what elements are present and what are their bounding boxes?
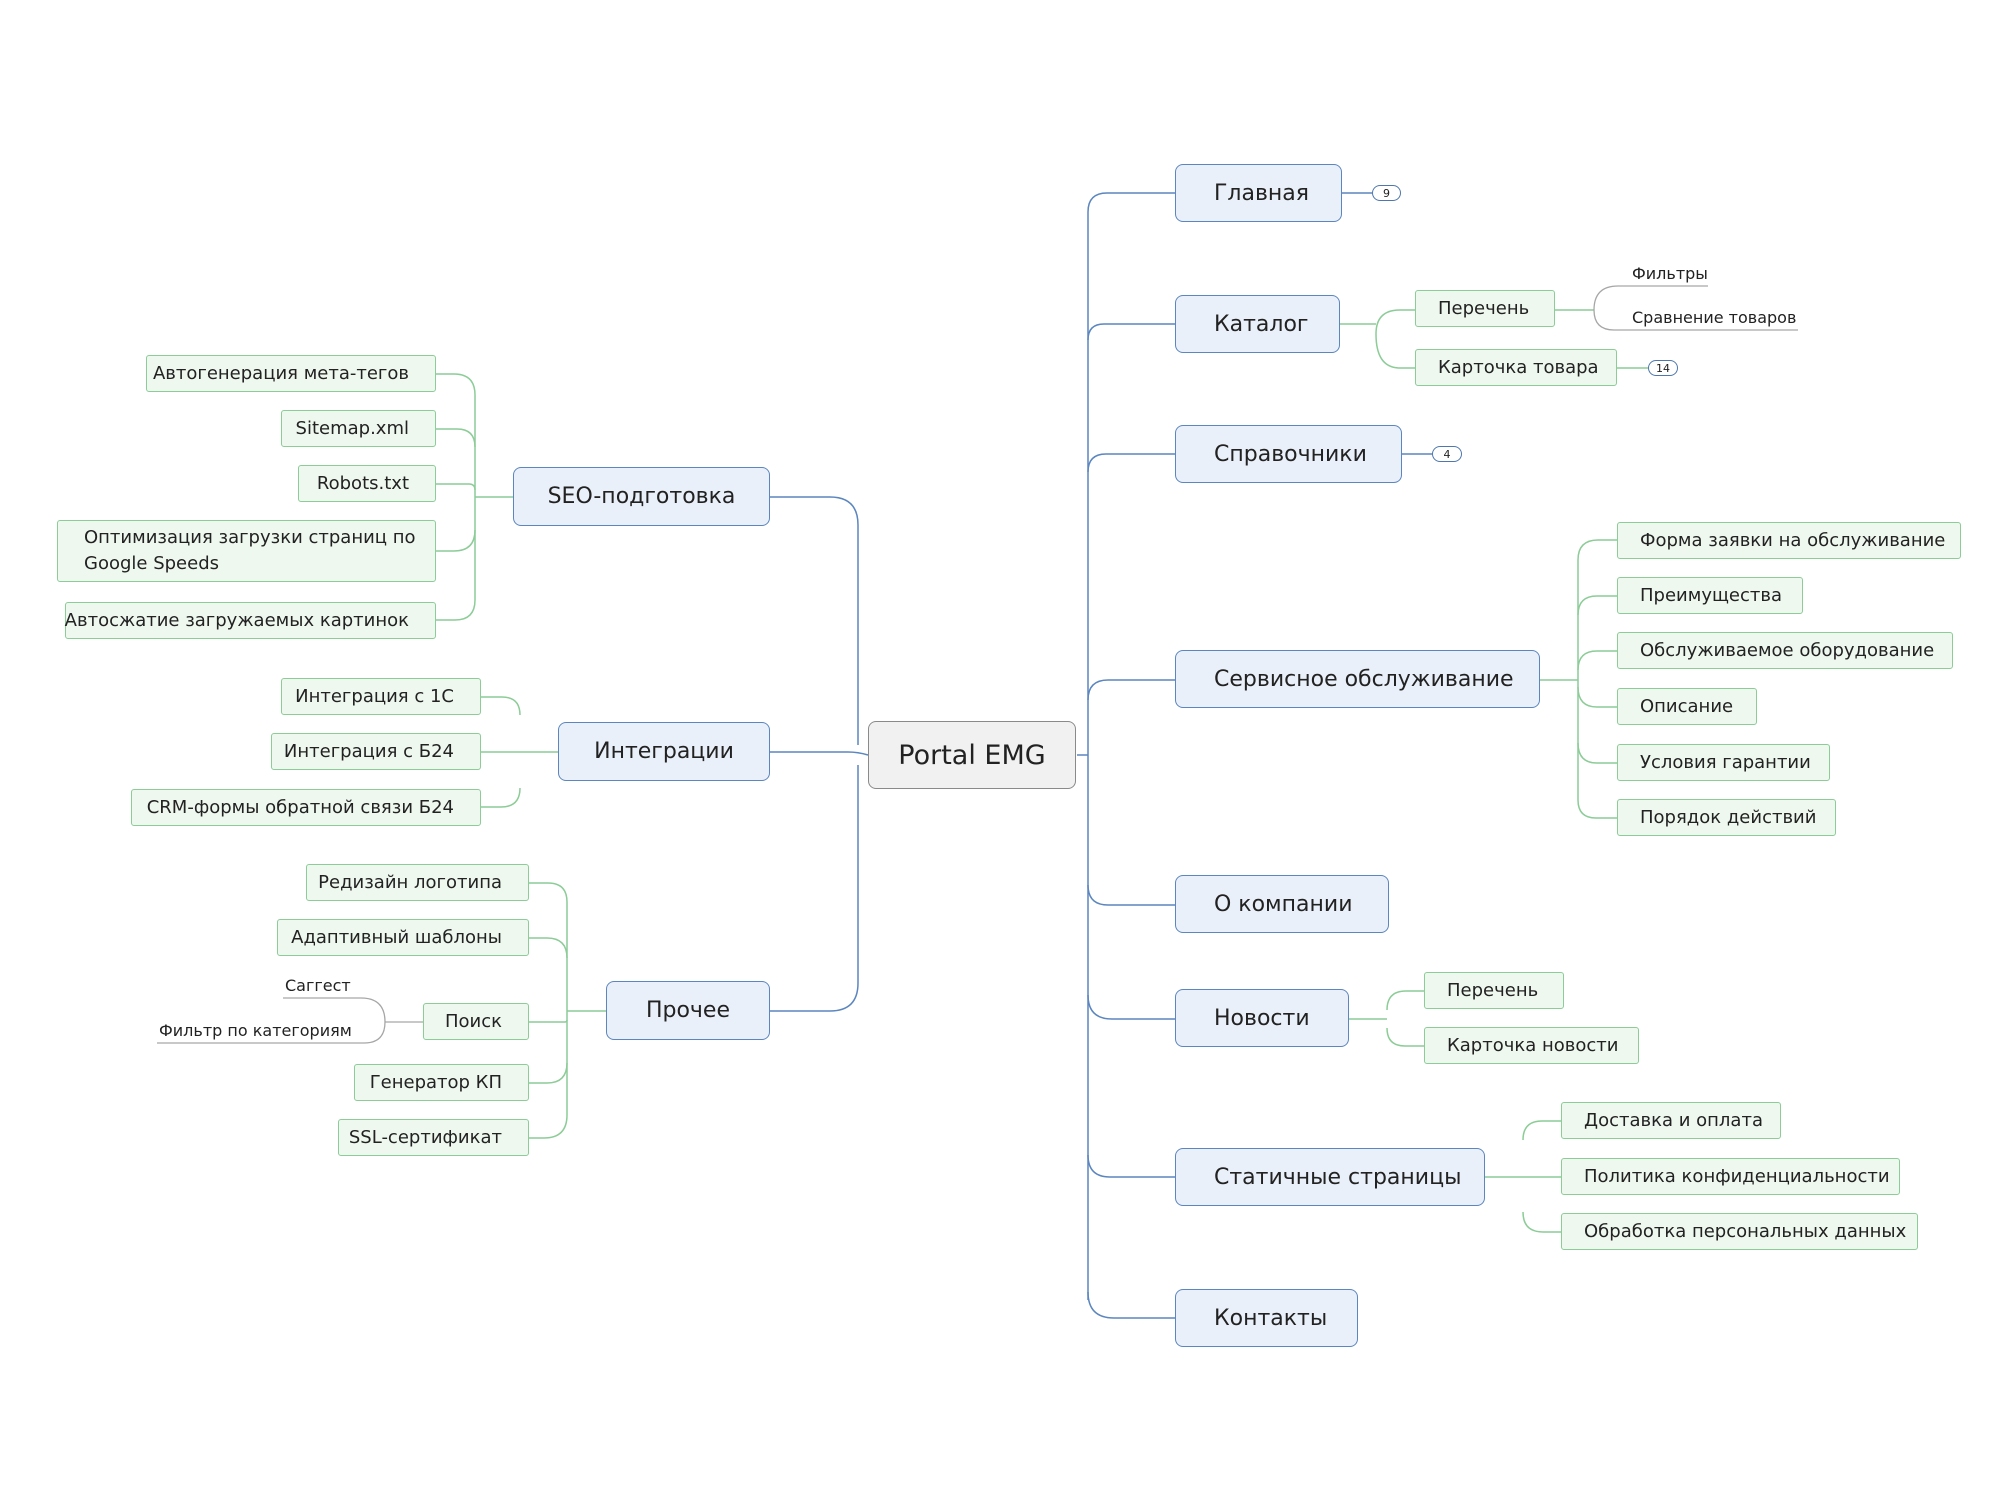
leaf-filters[interactable]: Фильтры — [1632, 264, 1708, 283]
subtopic-page-speed[interactable]: Оптимизация загрузки страниц по Google S… — [57, 520, 436, 582]
subtopic-description[interactable]: Описание — [1617, 688, 1757, 725]
leaf-compare-products[interactable]: Сравнение товаров — [1632, 308, 1797, 327]
subtopic-image-compression[interactable]: Автосжатие загружаемых картинок — [65, 602, 436, 639]
subtopic-privacy-policy[interactable]: Политика конфиденциальности — [1561, 1158, 1900, 1195]
topic-about[interactable]: О компании — [1175, 875, 1389, 933]
topic-service[interactable]: Сервисное обслуживание — [1175, 650, 1540, 708]
badge-glavnaya-count[interactable]: 9 — [1372, 185, 1401, 201]
subtopic-warranty-terms[interactable]: Условия гарантии — [1617, 744, 1830, 781]
subtopic-logo-redesign[interactable]: Редизайн логотипа — [306, 864, 529, 901]
topic-static-pages[interactable]: Статичные страницы — [1175, 1148, 1485, 1206]
root-node[interactable]: Portal EMG — [868, 721, 1076, 789]
subtopic-adaptive-templates[interactable]: Адаптивный шаблоны — [277, 919, 529, 956]
subtopic-sitemap[interactable]: Sitemap.xml — [281, 410, 436, 447]
leaf-suggest[interactable]: Саггест — [285, 976, 351, 995]
subtopic-procedure[interactable]: Порядок действий — [1617, 799, 1836, 836]
topic-spravochniki[interactable]: Справочники — [1175, 425, 1402, 483]
subtopic-personal-data[interactable]: Обработка персональных данных — [1561, 1213, 1918, 1250]
topic-other[interactable]: Прочее — [606, 981, 770, 1040]
subtopic-ssl[interactable]: SSL-сертификат — [338, 1119, 529, 1156]
topic-katalog[interactable]: Каталог — [1175, 295, 1340, 353]
subtopic-news-card[interactable]: Карточка новости — [1424, 1027, 1639, 1064]
badge-spravochniki-count[interactable]: 4 — [1432, 446, 1462, 462]
topic-seo[interactable]: SEO-подготовка — [513, 467, 770, 526]
subtopic-integration-b24[interactable]: Интеграция с Б24 — [271, 733, 481, 770]
subtopic-robots[interactable]: Robots.txt — [298, 465, 436, 502]
subtopic-delivery-payment[interactable]: Доставка и оплата — [1561, 1102, 1781, 1139]
subtopic-katalog-perechen[interactable]: Перечень — [1415, 290, 1555, 327]
subtopic-crm-forms[interactable]: CRM-формы обратной связи Б24 — [131, 789, 481, 826]
subtopic-service-request-form[interactable]: Форма заявки на обслуживание — [1617, 522, 1961, 559]
subtopic-kp-generator[interactable]: Генератор КП — [354, 1064, 529, 1101]
badge-product-card-count[interactable]: 14 — [1648, 360, 1678, 376]
topic-news[interactable]: Новости — [1175, 989, 1349, 1047]
topic-contacts[interactable]: Контакты — [1175, 1289, 1358, 1347]
subtopic-news-list[interactable]: Перечень — [1424, 972, 1564, 1009]
subtopic-integration-1c[interactable]: Интеграция с 1С — [281, 678, 481, 715]
topic-glavnaya[interactable]: Главная — [1175, 164, 1342, 222]
subtopic-product-card[interactable]: Карточка товара — [1415, 349, 1617, 386]
subtopic-advantages[interactable]: Преимущества — [1617, 577, 1803, 614]
subtopic-meta-tags[interactable]: Автогенерация мета-тегов — [146, 355, 436, 392]
topic-integrations[interactable]: Интеграции — [558, 722, 770, 781]
subtopic-serviced-equipment[interactable]: Обслуживаемое оборудование — [1617, 632, 1953, 669]
subtopic-search[interactable]: Поиск — [423, 1003, 529, 1040]
leaf-category-filter[interactable]: Фильтр по категориям — [159, 1021, 352, 1040]
